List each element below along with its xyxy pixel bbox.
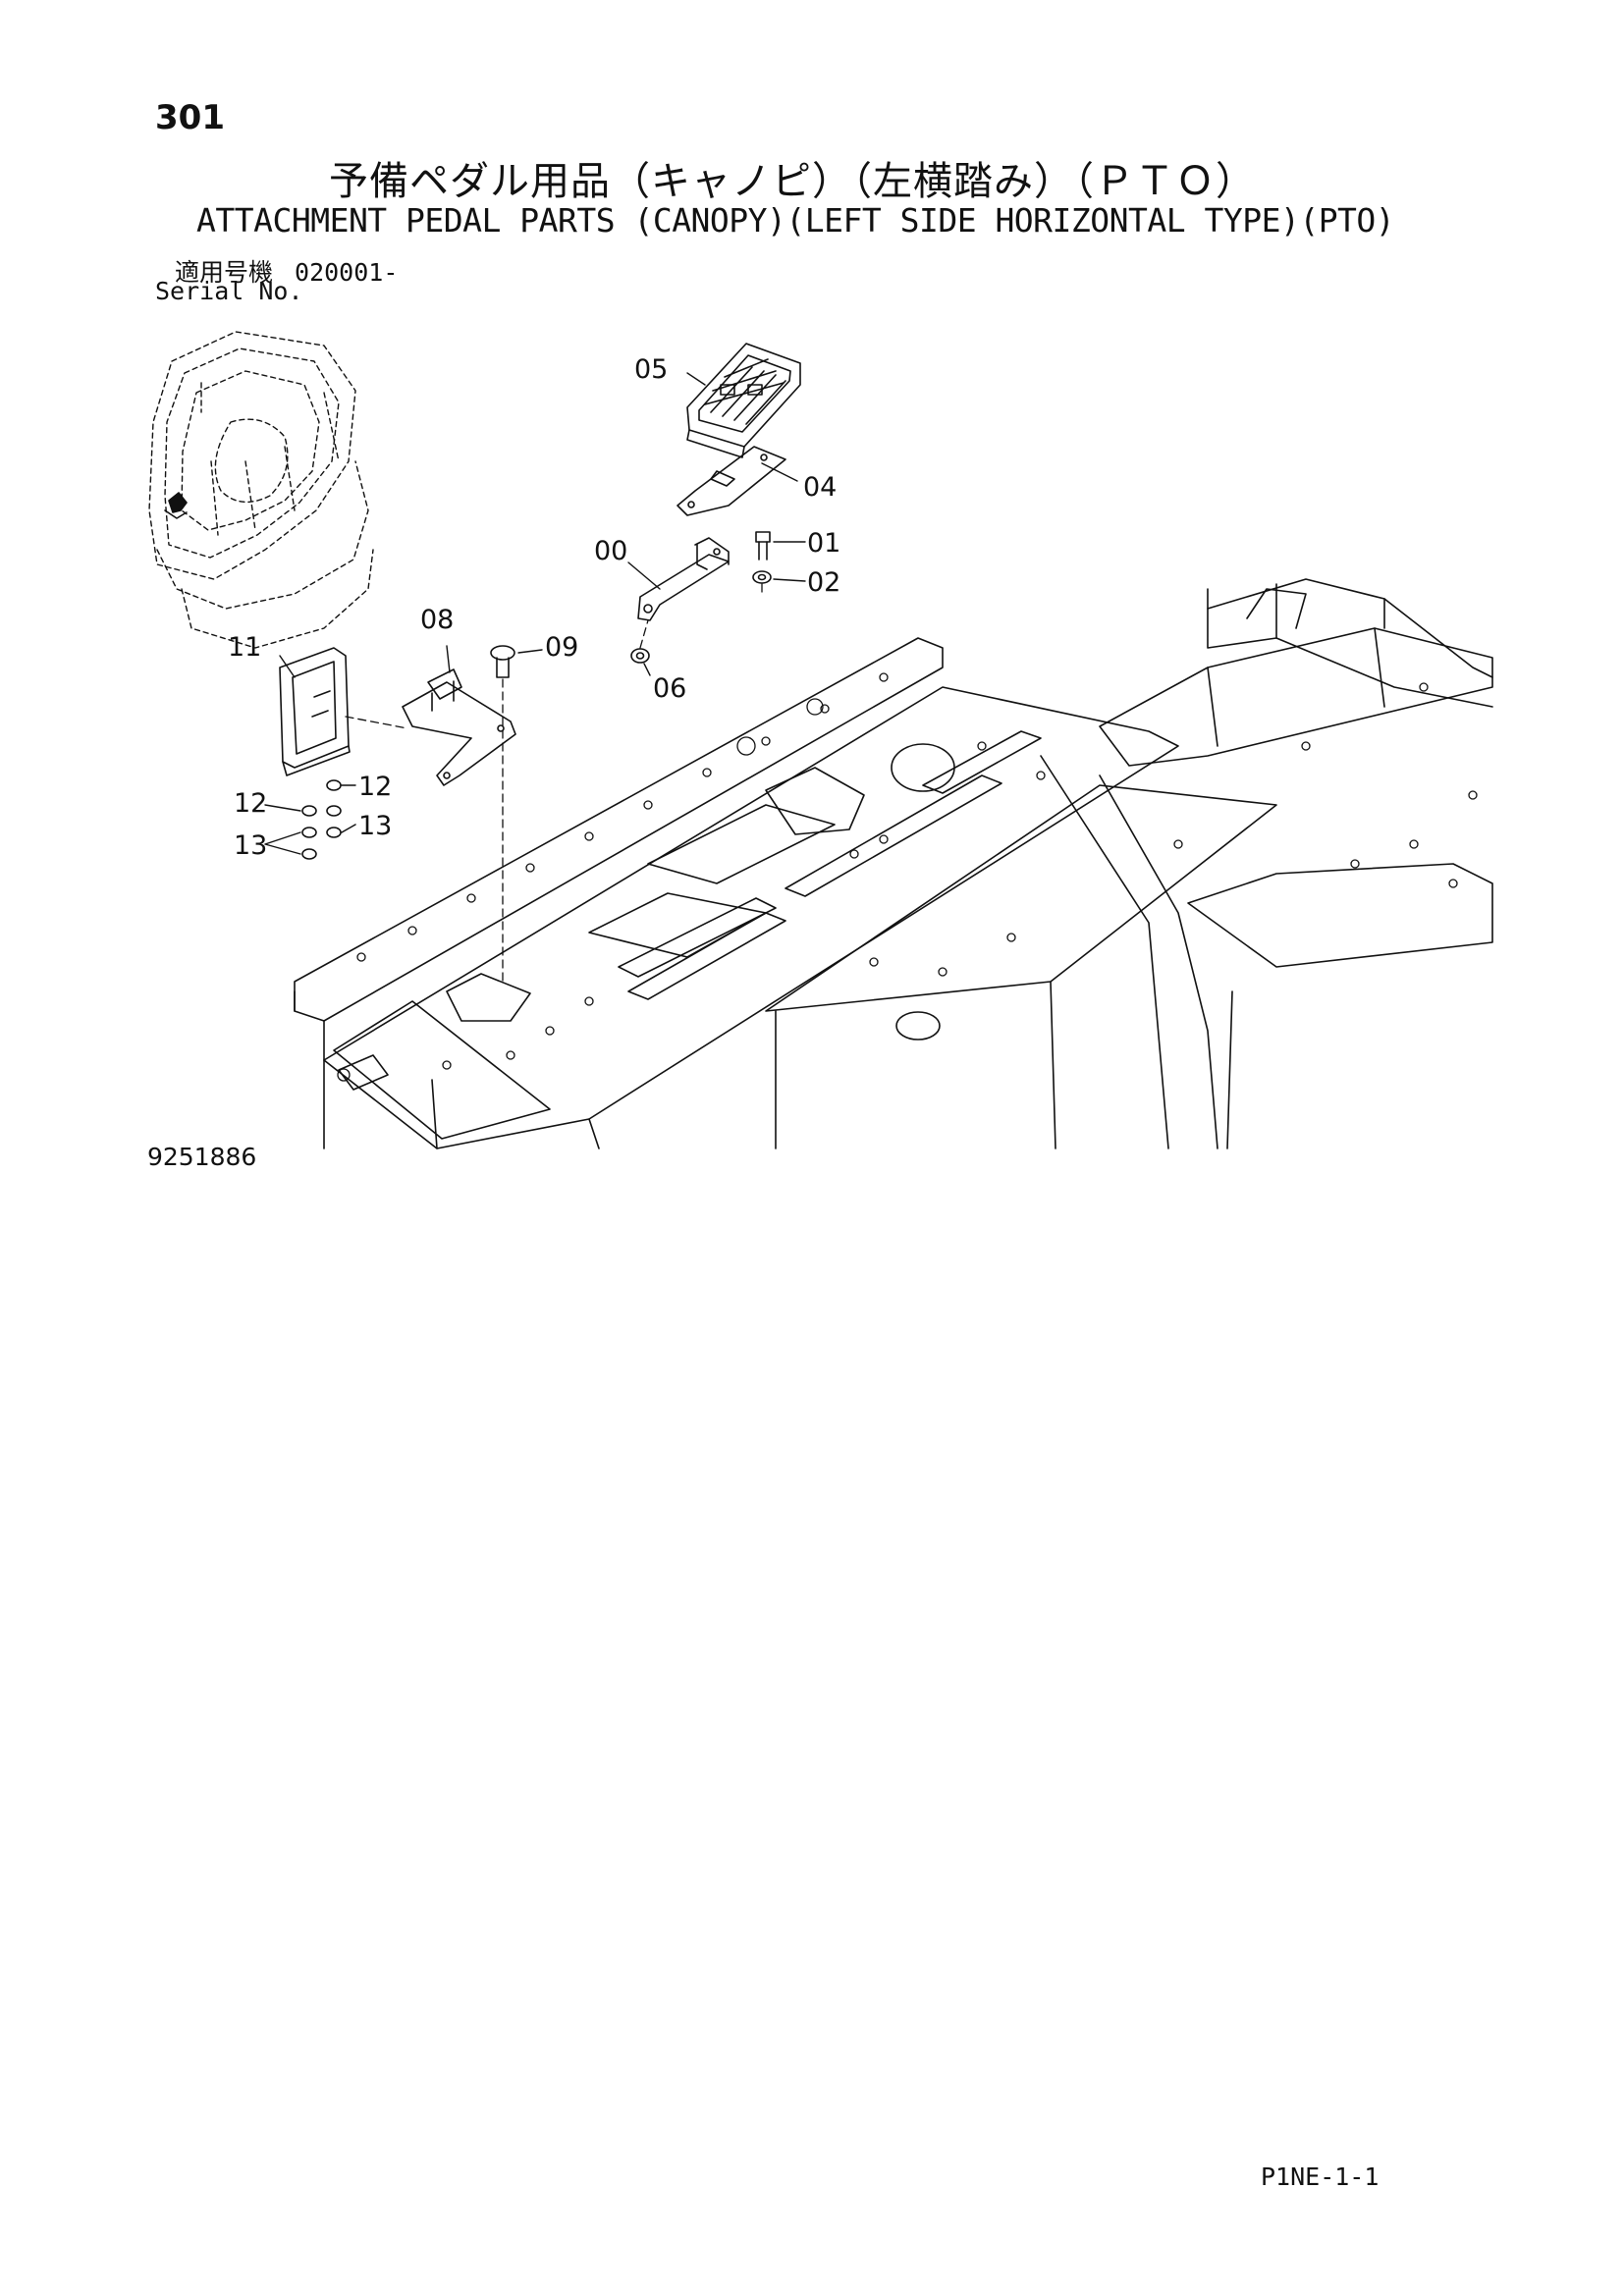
nut-06: [630, 648, 650, 664]
serial-value: 020001-: [295, 258, 399, 287]
nuts-washers-12-13: [301, 779, 342, 860]
callout-01: 01: [807, 528, 840, 559]
callout-00: 00: [594, 536, 627, 566]
callout-05: 05: [634, 354, 668, 385]
guard-bracket-11: [279, 647, 351, 776]
assembly-guide-lines: [345, 583, 763, 983]
callout-04: 04: [803, 472, 837, 503]
serial-row-japanese: 適用号機 020001-: [175, 253, 398, 289]
callout-13-right: 13: [358, 811, 392, 841]
part-callouts: 05 04 00 01 02 06 08 09 11 12 12 13 13: [228, 354, 840, 861]
machine-overview-illustration: [148, 331, 374, 649]
title-english: ATTACHMENT PEDAL PARTS (CANOPY)(LEFT SID…: [196, 201, 1395, 240]
callout-06: 06: [653, 673, 686, 704]
callout-02: 02: [807, 567, 840, 598]
serial-label-english: Serial No.: [155, 277, 303, 305]
bracket-08: [402, 668, 516, 786]
bolt-01: [755, 531, 771, 561]
callout-12-left: 12: [234, 788, 267, 819]
operator-seat-mark-icon: [164, 492, 188, 519]
frame-bolt-holes: [337, 672, 1478, 1082]
machine-frame: [294, 578, 1493, 1149]
callout-08: 08: [420, 605, 454, 635]
leader-lines: [264, 372, 806, 855]
page-number: 301: [155, 98, 225, 137]
pedal-pad: [686, 343, 801, 458]
bolt-09: [490, 645, 515, 678]
drawing-number: 9251886: [147, 1143, 257, 1171]
pedal-assembly: [630, 343, 801, 664]
title-japanese: 予備ペダル用品（キャノピ）（左横踏み）（ＰＴＯ）: [329, 159, 1256, 204]
callout-12-right: 12: [358, 772, 392, 802]
callout-13-left: 13: [234, 830, 267, 861]
callout-09: 09: [545, 632, 578, 663]
washer-02: [752, 570, 772, 584]
pedal-link-bracket: [637, 537, 730, 621]
serial-label-japanese: 適用号機: [175, 258, 274, 287]
callout-11: 11: [228, 632, 261, 663]
footer-page-code: P1NE-1-1: [1261, 2163, 1380, 2191]
pedal-bracket-plate: [677, 446, 786, 516]
